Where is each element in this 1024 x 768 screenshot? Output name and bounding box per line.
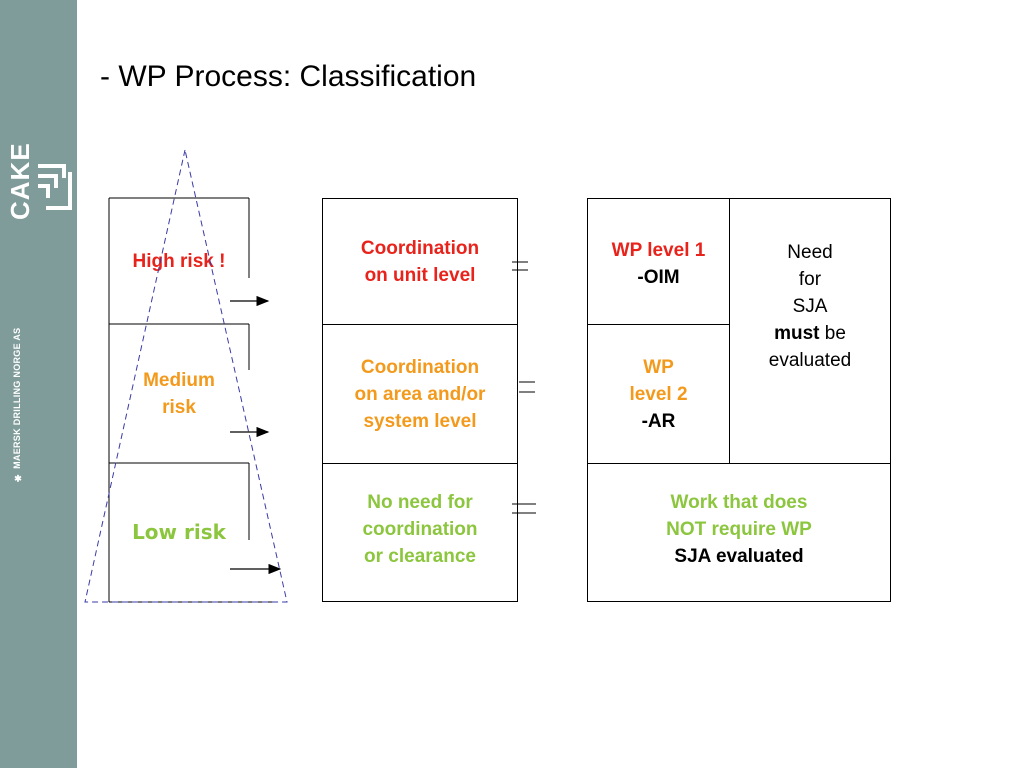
wp-level2-box: WP level 2 -AR [587,324,730,464]
sja-note-line2: for [798,269,822,290]
sja-note-line5: evaluated [768,350,852,371]
wp-level1-line1: WP level 1 [611,240,706,261]
coordination-unit-box: Coordination on unit level [322,198,518,325]
no-wp-line2: NOT require WP [666,519,812,540]
risk-low-text: Low risk [132,519,226,544]
sja-note-must: must [774,323,820,344]
coordination-unit-line1: Coordination [360,237,480,259]
page-title: - WP Process: Classification [100,60,477,93]
risk-high-label: High risk ! [109,199,249,324]
wp-level2-line3: -AR [641,410,676,432]
company-name: ✱ MAERSK DRILLING NORGE AS [12,327,22,482]
coordination-area-line1: Coordination [360,356,480,378]
logo-mark-icon [38,164,72,210]
risk-medium-line1: Medium [143,369,215,391]
cake-logo: CAKE [0,142,77,230]
coordination-none-line1: No need for [367,492,473,513]
coordination-none-box: No need for coordination or clearance [322,463,518,602]
coordination-area-line3: system level [363,410,477,432]
wp-level2-line1: WP [643,356,674,378]
risk-medium-line2: risk [162,396,196,418]
no-wp-line3: SJA evaluated [674,546,804,567]
wp-level1-line2: -OIM [637,267,680,288]
coordination-unit-line2: on unit level [364,264,476,286]
coordination-none-line3: or clearance [364,546,476,567]
coordination-area-line2: on area and/or [354,383,486,405]
sja-note-rest: be [819,323,846,344]
coordination-area-box: Coordination on area and/or system level [322,324,518,464]
sja-note-line1: Need [787,242,833,263]
risk-low-label: Low risk [109,463,249,601]
logo-wordmark: CAKE [5,142,35,220]
risk-high-text: High risk ! [132,251,226,272]
wp-level1-box: WP level 1 -OIM [587,198,730,325]
equals-sign-2-icon [519,381,535,393]
sja-note-line3: SJA [792,296,828,317]
sidebar: CAKE ✱ MAERSK DRILLING NORGE AS [0,0,77,768]
wp-level2-line2: level 2 [629,383,688,405]
no-wp-line1: Work that does [670,492,808,513]
coordination-none-line2: coordination [362,519,478,540]
risk-medium-label: Medium risk [109,324,249,463]
